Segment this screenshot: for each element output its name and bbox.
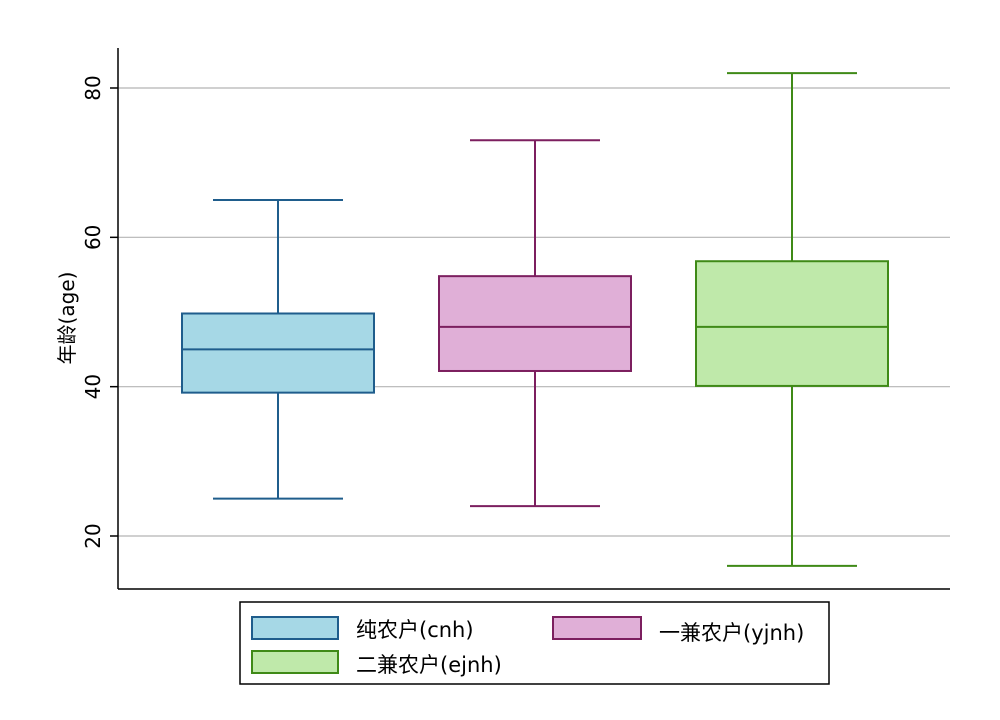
y-tick-label-20: 20 [81,523,105,548]
box-group-3 [695,72,889,567]
y-axis-title: 年龄(age) [55,272,79,365]
box-group-2 [438,139,632,508]
iqr-box [181,312,375,394]
y-axis-ticks: 20 40 60 80 [81,75,118,549]
legend-label-yjnh: 一兼农户(yjnh) [659,621,804,645]
legend-label-cnh: 纯农户(cnh) [356,618,474,642]
legend-swatch-cnh [251,616,339,640]
iqr-box [695,260,889,387]
box-plot-series [181,72,889,567]
box-group-1 [181,199,375,500]
iqr-box [438,275,632,372]
legend-swatch-ejnh [251,650,339,674]
y-tick-label-80: 80 [81,75,105,100]
y-tick-label-60: 60 [81,225,105,250]
legend: 纯农户(cnh) 一兼农户(yjnh) 二兼农户(ejnh) [239,601,830,685]
legend-label-ejnh: 二兼农户(ejnh) [356,653,502,677]
legend-swatch-yjnh [552,616,642,640]
axes [117,48,950,590]
y-tick-label-40: 40 [81,374,105,399]
